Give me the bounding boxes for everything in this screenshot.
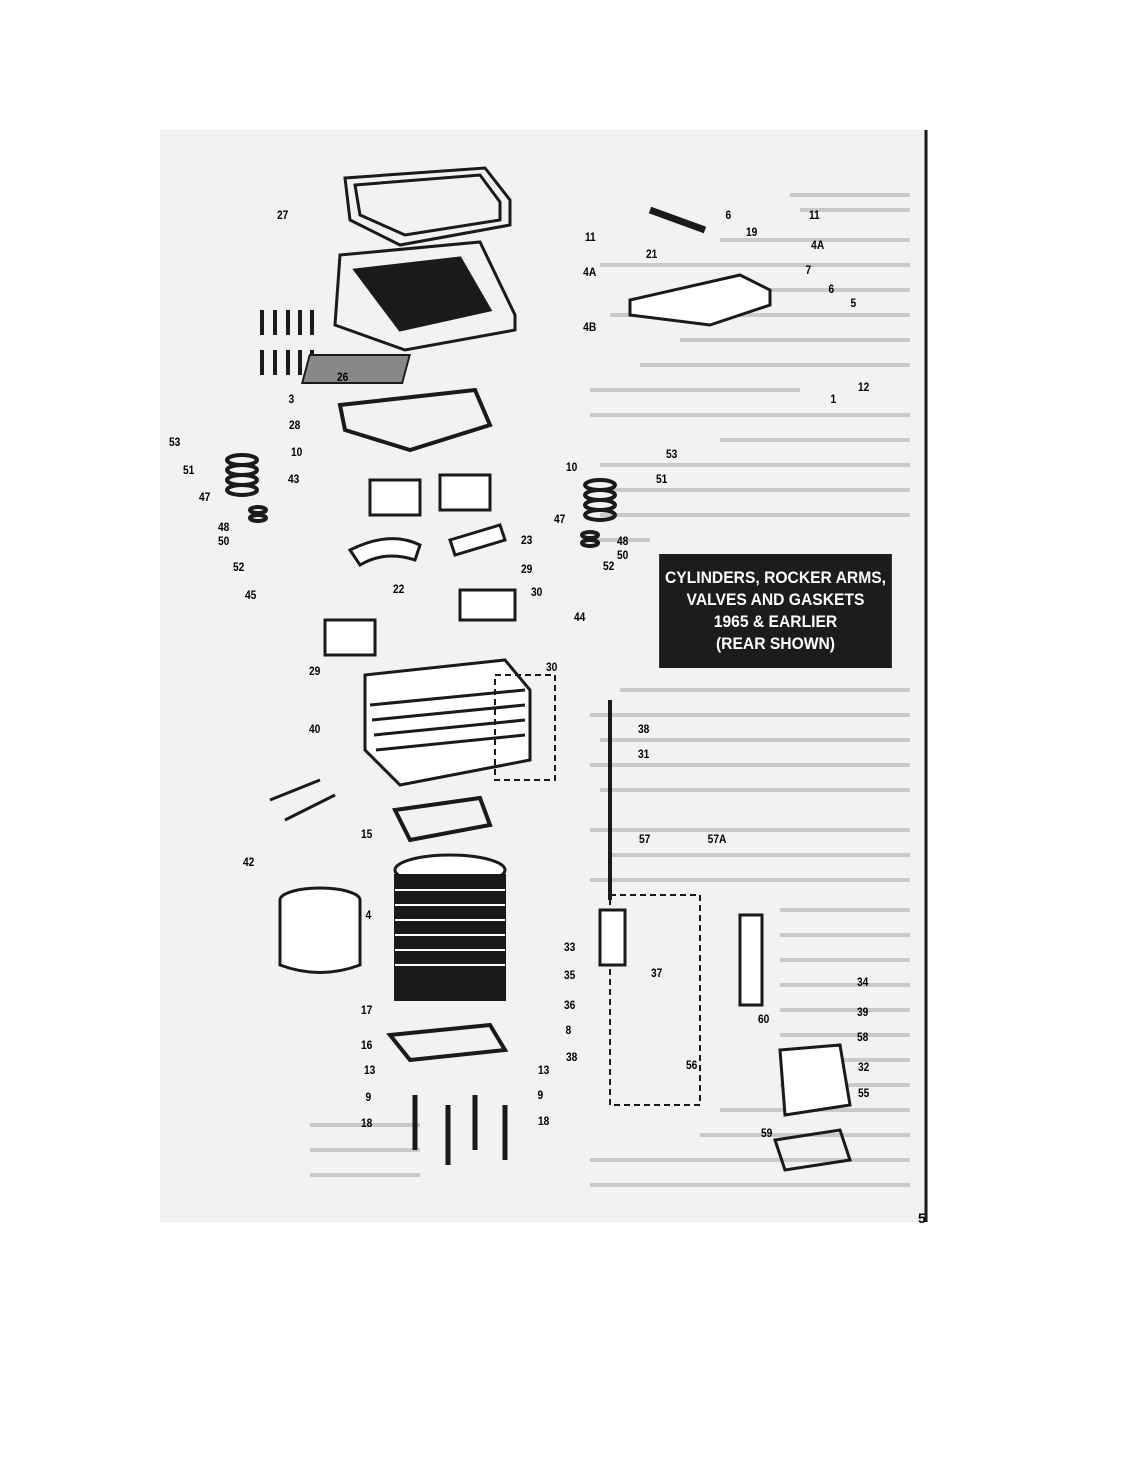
callout-label: 4 (365, 908, 372, 922)
callout-label: 21 (646, 247, 658, 261)
callout-label: 52 (603, 559, 615, 573)
callout-label: 28 (289, 418, 301, 432)
callout-label: 13 (538, 1063, 550, 1077)
title-line-1: CYLINDERS, ROCKER ARMS, (664, 568, 887, 587)
callout-label: 16 (361, 1038, 373, 1052)
callout-label: 30 (531, 585, 543, 599)
rocker-cover-gasket (343, 166, 512, 247)
callout-label: 59 (761, 1126, 773, 1140)
callout-label: 18 (538, 1114, 550, 1128)
callout-label: 9 (365, 1090, 372, 1104)
callout-label: 12 (858, 380, 870, 394)
callout-label: 56 (686, 1058, 698, 1072)
callout-label: 37 (651, 966, 663, 980)
callout-label: 52 (233, 560, 245, 574)
callout-label: 38 (566, 1050, 578, 1064)
callout-label: 35 (564, 968, 576, 982)
title-line-4: (REAR SHOWN) (715, 634, 836, 653)
diagram-title-box: CYLINDERS, ROCKER ARMS, VALVES AND GASKE… (659, 554, 892, 668)
callout-label: 11 (808, 208, 820, 222)
callout-label: 7 (805, 263, 812, 277)
callout-label: 18 (361, 1116, 373, 1130)
callout-label: 4A (811, 238, 825, 252)
cover-bolts (260, 310, 314, 375)
callout-label: 42 (243, 855, 255, 869)
callout-label: 51 (656, 472, 668, 486)
callout-label: 3 (288, 392, 295, 406)
callout-label: 23 (521, 533, 533, 547)
cylinder (393, 853, 507, 1001)
callout-label: 4B (583, 320, 597, 334)
callout-label: 17 (361, 1003, 373, 1017)
valve-springs (225, 453, 617, 548)
callout-label: 26 (337, 370, 349, 384)
callout-label: 19 (746, 225, 758, 239)
callout-label: 51 (183, 463, 195, 477)
callout-label: 50 (617, 548, 629, 562)
callout-label: 58 (857, 1030, 869, 1044)
callout-label: 27 (277, 208, 289, 222)
callout-label: 29 (309, 664, 321, 678)
callout-label: 32 (858, 1060, 870, 1074)
callout-label: 43 (288, 472, 300, 486)
cylinder-head (363, 658, 532, 787)
piston (278, 886, 362, 974)
callout-label: 31 (638, 747, 650, 761)
callout-label: 47 (199, 490, 211, 504)
callout-label: 4A (583, 265, 597, 279)
callout-label: 40 (309, 722, 321, 736)
callout-label: 47 (554, 512, 566, 526)
callout-label: 6 (828, 282, 835, 296)
callout-label: 34 (857, 975, 869, 989)
rocker-arm-supports (323, 473, 517, 657)
callout-label: 45 (245, 588, 257, 602)
callout-label: 57 (639, 832, 651, 846)
callout-label: 15 (361, 827, 373, 841)
callout-label: 22 (393, 582, 405, 596)
callout-label: 36 (564, 998, 576, 1012)
rocker-cover (333, 240, 517, 352)
exploded-parts-diagram (225, 130, 928, 1222)
callout-label: 6 (725, 208, 732, 222)
callout-label: 48 (218, 520, 230, 534)
callout-label: 8 (565, 1023, 572, 1037)
callout-label: 10 (291, 445, 303, 459)
callout-label: 50 (218, 534, 230, 548)
callout-label: 39 (857, 1005, 869, 1019)
title-line-2: VALVES AND GASKETS (686, 590, 865, 609)
callout-label: 53 (666, 447, 678, 461)
callout-label: 44 (574, 610, 586, 624)
scanned-parts-page: CYLINDERS, ROCKER ARMS, VALVES AND GASKE… (160, 130, 928, 1222)
callout-label: 55 (858, 1086, 870, 1100)
title-line-3: 1965 & EARLIER (713, 612, 838, 631)
callout-label: 38 (638, 722, 650, 736)
callout-label: 48 (617, 534, 629, 548)
callout-label: 57A (707, 832, 727, 846)
page-number: 5 (918, 1210, 926, 1226)
callout-label: 60 (758, 1012, 770, 1026)
callout-label: 33 (564, 940, 576, 954)
callout-label: 53 (169, 435, 181, 449)
callout-label: 13 (364, 1063, 376, 1077)
callout-label: 30 (546, 660, 558, 674)
callout-label: 5 (850, 296, 857, 310)
callout-label: 11 (584, 230, 596, 244)
callout-label: 10 (566, 460, 578, 474)
callout-label: 9 (537, 1088, 544, 1102)
callout-label: 29 (521, 562, 533, 576)
callout-label: 1 (830, 392, 837, 406)
